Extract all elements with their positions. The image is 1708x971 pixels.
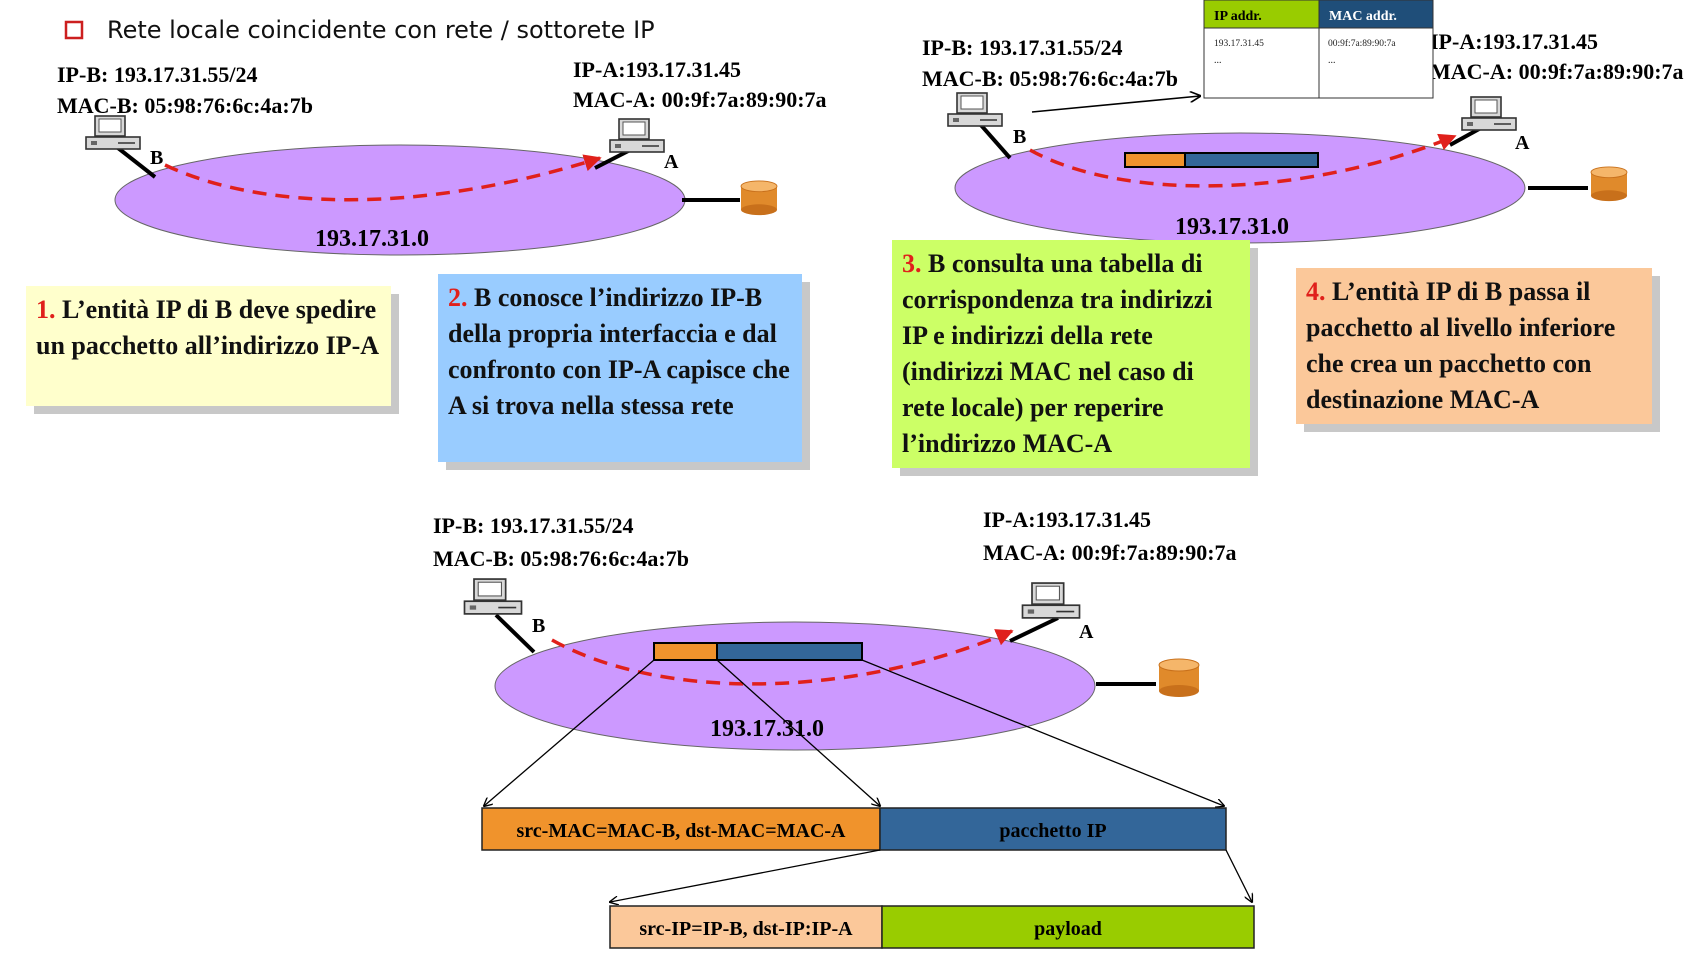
- step-number: 3.: [902, 249, 922, 278]
- frame-ip-packet-label: pacchetto IP: [999, 820, 1106, 842]
- packet-ip-body: [1184, 152, 1319, 168]
- arp-table-cell: ...: [1214, 55, 1222, 66]
- arp-table-cell: 193.17.31.45: [1214, 39, 1264, 49]
- arp-table-cell: ...: [1328, 55, 1336, 66]
- host-a-ip: IP-A:193.17.31.45: [1430, 29, 1598, 54]
- host-b-ip: IP-B: 193.17.31.55/24: [57, 62, 257, 87]
- host-a-label: A: [1079, 621, 1094, 643]
- arp-table: IP addr. MAC addr. 193.17.31.45 00:9f:7a…: [1203, 0, 1434, 99]
- slide-heading: Rete locale coincidente con rete / sotto…: [107, 16, 655, 44]
- network-address: 193.17.31.0: [1175, 214, 1289, 240]
- network-address: 193.17.31.0: [315, 226, 429, 252]
- step-number: 4.: [1306, 277, 1326, 306]
- desktop-computer-icon: [609, 118, 665, 153]
- datagram-payload: [881, 905, 1255, 949]
- table-lookup-arrow: [1031, 96, 1200, 113]
- panel-1-network: B A IP-B: 193.17.31.55/24 MAC-B: 05:98:7…: [57, 57, 827, 256]
- link-b: [494, 613, 536, 654]
- packet-ip-body: [716, 642, 863, 661]
- expand-line: [610, 849, 881, 902]
- link-b: [116, 146, 157, 179]
- frame-mac-header: [481, 807, 881, 851]
- step-3-box: 3. B consulta una tabella di corrisponde…: [892, 240, 1250, 468]
- host-b-label: B: [1013, 126, 1026, 148]
- expand-line: [861, 659, 1224, 806]
- host-b-mac: MAC-B: 05:98:76:6c:4a:7b: [433, 546, 689, 571]
- host-a-label: A: [1515, 132, 1530, 154]
- desktop-computer-icon: [1021, 582, 1081, 619]
- datagram-ip-header-label: src-IP=IP-B, dst-IP:IP-A: [639, 918, 853, 940]
- panel-2-network: B A IP-B: 193.17.31.55/24 MAC-B: 05:98:7…: [922, 0, 1684, 244]
- arp-table-header-ip: IP addr.: [1214, 9, 1262, 24]
- network-address: 193.17.31.0: [710, 716, 824, 742]
- expand-line: [716, 659, 880, 806]
- expand-line: [1225, 849, 1252, 902]
- host-a-label: A: [664, 151, 679, 173]
- arp-table-header-mac: MAC addr.: [1329, 9, 1397, 24]
- host-b-mac: MAC-B: 05:98:76:6c:4a:7b: [57, 93, 313, 118]
- step-4-box: 4. L’entità IP di B passa il pacchetto a…: [1296, 268, 1652, 424]
- step-text: B consulta una tabella di corrispondenza…: [902, 249, 1213, 458]
- step-number: 2.: [448, 283, 468, 312]
- packet-path-arrow: [164, 154, 602, 202]
- host-b-label: B: [150, 147, 163, 169]
- host-b-ip: IP-B: 193.17.31.55/24: [922, 35, 1122, 60]
- step-1-box: 1. L’entità IP di B deve spedire un pacc…: [26, 286, 391, 406]
- host-a-mac: MAC-A: 00:9f:7a:89:90:7a: [983, 540, 1237, 565]
- arp-table-cell: 00:9f:7a:89:90:7a: [1328, 38, 1396, 49]
- step-2-box: 2. B conosce l’indirizzo IP-B della prop…: [438, 274, 802, 462]
- step-number: 1.: [36, 295, 56, 324]
- host-b-label: B: [532, 615, 545, 637]
- host-b-ip: IP-B: 193.17.31.55/24: [433, 513, 633, 538]
- step-text: L’entità IP di B passa il pacchetto al l…: [1306, 277, 1616, 414]
- desktop-computer-icon: [85, 115, 141, 150]
- host-b-mac: MAC-B: 05:98:76:6c:4a:7b: [922, 66, 1178, 91]
- packet-mac-header: [653, 642, 718, 661]
- desktop-computer-icon: [463, 578, 523, 615]
- router-cylinder-icon: [1158, 658, 1200, 698]
- packet-path-arrow: [1029, 133, 1457, 188]
- link-b: [978, 122, 1012, 160]
- host-a-mac: MAC-A: 00:9f:7a:89:90:7a: [1430, 59, 1684, 84]
- frame-ip-packet: [879, 807, 1227, 851]
- panel-3-network: B A IP-B: 193.17.31.55/24 MAC-B: 05:98:7…: [433, 507, 1255, 949]
- packet-mac-header: [1124, 152, 1186, 168]
- desktop-computer-icon: [1461, 96, 1517, 131]
- host-a-ip: IP-A:193.17.31.45: [573, 57, 741, 82]
- link-a: [1009, 616, 1059, 643]
- datagram-payload-label: payload: [1034, 918, 1102, 940]
- step-text: L’entità IP di B deve spedire un pacchet…: [36, 295, 380, 360]
- packet-path-arrow: [551, 629, 1014, 686]
- expand-line: [484, 659, 655, 806]
- hollow-square-bullet-icon: [64, 20, 84, 40]
- host-a-mac: MAC-A: 00:9f:7a:89:90:7a: [573, 87, 827, 112]
- router-cylinder-icon: [1590, 166, 1628, 202]
- frame-mac-header-label: src-MAC=MAC-B, dst-MAC=MAC-A: [516, 820, 846, 842]
- router-cylinder-icon: [740, 180, 778, 216]
- desktop-computer-icon: [947, 92, 1003, 127]
- step-text: B conosce l’indirizzo IP-B della propria…: [448, 283, 790, 420]
- host-a-ip: IP-A:193.17.31.45: [983, 507, 1151, 532]
